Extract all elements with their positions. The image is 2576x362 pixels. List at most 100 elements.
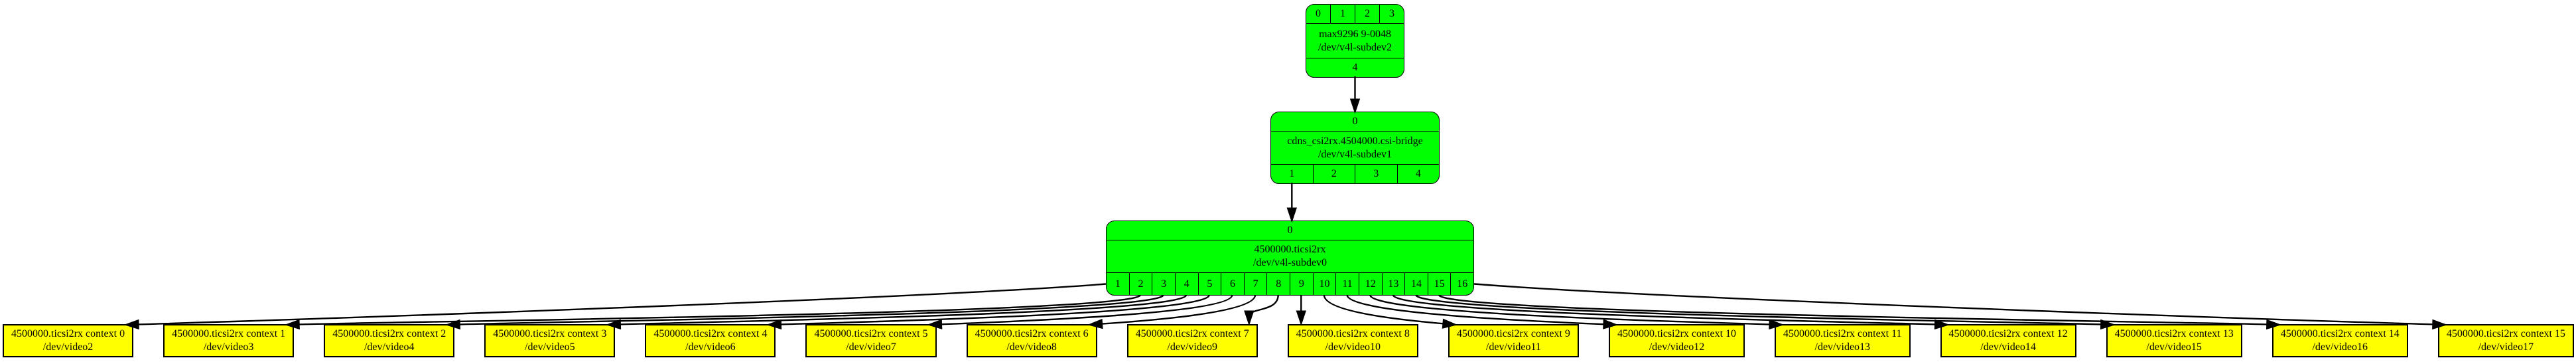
pad-ticsi2rx-16: 16	[1450, 273, 1473, 295]
video-node-context-0: 4500000.ticsi2rx context 0/dev/video2	[3, 324, 134, 357]
video-node-context-15: 4500000.ticsi2rx context 15/dev/video17	[2437, 324, 2574, 357]
device-path: /dev/video4	[364, 341, 415, 353]
video-node-context-13: 4500000.ticsi2rx context 13/dev/video15	[2106, 324, 2242, 357]
arrowhead	[1349, 98, 1361, 114]
pad-ticsi2rx-11: 11	[1335, 273, 1359, 295]
entity-name: 4500000.ticsi2rx context 4	[653, 328, 768, 339]
subdev-label: max9296 9-0048 /dev/v4l-subdev2	[1306, 24, 1404, 58]
subdev-label: cdns_csi2rx.4504000.csi-bridge /dev/v4l-…	[1271, 132, 1439, 164]
device-path: /dev/video5	[525, 341, 575, 353]
device-path: /dev/video13	[1814, 341, 1871, 353]
device-path: /dev/video3	[203, 341, 254, 353]
arrowhead	[1296, 310, 1306, 326]
link-edge	[1097, 294, 1256, 325]
entity-name: 4500000.ticsi2rx context 3	[493, 328, 607, 339]
video-node-context-9: 4500000.ticsi2rx context 9/dev/video11	[1448, 324, 1579, 357]
pad-ticsi2rx-5: 5	[1197, 273, 1221, 295]
link-edge	[615, 294, 1187, 325]
device-path: /dev/v4l-subdev0	[1253, 257, 1327, 268]
pad-max9296-2: 2	[1355, 5, 1379, 23]
link-edge	[1415, 294, 2106, 325]
link-edge	[1346, 294, 1609, 325]
entity-name: 4500000.ticsi2rx context 2	[332, 328, 446, 339]
entity-name: 4500000.ticsi2rx context 7	[1135, 328, 1249, 339]
video-node-context-4: 4500000.ticsi2rx context 4/dev/video6	[645, 324, 776, 357]
device-path: /dev/video9	[1167, 341, 1217, 353]
entity-name: 4500000.ticsi2rx context 6	[975, 328, 1089, 339]
video-node-context-2: 4500000.ticsi2rx context 2/dev/video4	[324, 324, 455, 357]
pad-max9296-0: 0	[1316, 8, 1321, 19]
pad-max9296-1: 1	[1330, 5, 1355, 23]
arrowhead	[1286, 207, 1297, 223]
entity-name: max9296 9-0048	[1319, 28, 1391, 40]
video-node-context-8: 4500000.ticsi2rx context 8/dev/video10	[1287, 324, 1418, 357]
pad-ticsi2rx-14: 14	[1404, 273, 1428, 295]
entity-name: 4500000.ticsi2rx context 12	[1948, 328, 2068, 339]
link-edge	[294, 294, 1142, 325]
link-edge	[1369, 294, 1775, 325]
link-edge	[1438, 294, 2272, 325]
video-node-context-1: 4500000.ticsi2rx context 1/dev/video3	[163, 324, 295, 357]
entity-name: 4500000.ticsi2rx context 0	[11, 328, 125, 339]
pad-max9296-4: 4	[1352, 62, 1358, 73]
device-path: /dev/video17	[2478, 341, 2534, 353]
pad-csi-bridge-2: 2	[1312, 165, 1355, 183]
link-edge	[1473, 283, 2438, 325]
pad-max9296-3: 3	[1379, 5, 1404, 23]
device-path: /dev/video11	[1485, 341, 1541, 353]
entity-name: 4500000.ticsi2rx	[1254, 244, 1326, 255]
video-node-context-11: 4500000.ticsi2rx context 11/dev/video13	[1775, 324, 1911, 357]
device-path: /dev/video12	[1649, 341, 1705, 353]
pad-ticsi2rx-3: 3	[1152, 273, 1175, 295]
entity-name: 4500000.ticsi2rx context 14	[2280, 328, 2400, 339]
pad-ticsi2rx-8: 8	[1266, 273, 1290, 295]
entity-name: 4500000.ticsi2rx context 1	[172, 328, 286, 339]
pad-ticsi2rx-4: 4	[1174, 273, 1198, 295]
pad-ticsi2rx-12: 12	[1358, 273, 1382, 295]
subdev-node-csi-bridge: 0 cdns_csi2rx.4504000.csi-bridge /dev/v4…	[1270, 112, 1440, 184]
link-edge	[454, 294, 1164, 325]
pad-ticsi2rx-2: 2	[1128, 273, 1152, 295]
entity-name: 4500000.ticsi2rx context 15	[2446, 328, 2565, 339]
device-path: /dev/v4l-subdev2	[1318, 41, 1392, 53]
pad-ticsi2rx-6: 6	[1221, 273, 1244, 295]
pad-row-bottom: 4	[1306, 58, 1404, 77]
link-edge	[1248, 294, 1279, 317]
link-edge	[936, 294, 1233, 325]
entity-name: 4500000.ticsi2rx context 9	[1456, 328, 1570, 339]
entity-name: 4500000.ticsi2rx context 5	[814, 328, 928, 339]
device-path: /dev/video16	[2312, 341, 2368, 353]
device-path: /dev/video15	[2146, 341, 2202, 353]
pad-ticsi2rx-10: 10	[1312, 273, 1336, 295]
pad-ticsi2rx-9: 9	[1290, 273, 1313, 295]
pad-ticsi2rx-13: 13	[1381, 273, 1405, 295]
entity-name: 4500000.ticsi2rx context 10	[1617, 328, 1737, 339]
video-node-context-6: 4500000.ticsi2rx context 6/dev/video8	[966, 324, 1097, 357]
arrowhead	[1244, 310, 1254, 326]
pad-ticsi2rx-15: 15	[1427, 273, 1451, 295]
video-node-context-7: 4500000.ticsi2rx context 7/dev/video9	[1126, 324, 1258, 357]
pad-ticsi2rx-0: 0	[1287, 225, 1293, 236]
video-node-context-12: 4500000.ticsi2rx context 12/dev/video14	[1940, 324, 2076, 357]
video-node-context-14: 4500000.ticsi2rx context 14/dev/video16	[2271, 324, 2408, 357]
device-path: /dev/video6	[685, 341, 736, 353]
video-node-context-3: 4500000.ticsi2rx context 3/dev/video5	[484, 324, 616, 357]
pad-ticsi2rx-1: 1	[1115, 278, 1120, 290]
pad-csi-bridge-4: 4	[1396, 165, 1440, 183]
entity-name: 4500000.ticsi2rx context 8	[1296, 328, 1410, 339]
link-edge	[1392, 294, 1940, 325]
device-path: /dev/video8	[1006, 341, 1057, 353]
device-path: /dev/v4l-subdev1	[1318, 148, 1392, 160]
device-path: /dev/video14	[1980, 341, 2036, 353]
device-path: /dev/video7	[846, 341, 896, 353]
link-edge	[776, 294, 1210, 325]
entity-name: cdns_csi2rx.4504000.csi-bridge	[1287, 135, 1423, 147]
video-node-context-5: 4500000.ticsi2rx context 5/dev/video7	[805, 324, 937, 357]
